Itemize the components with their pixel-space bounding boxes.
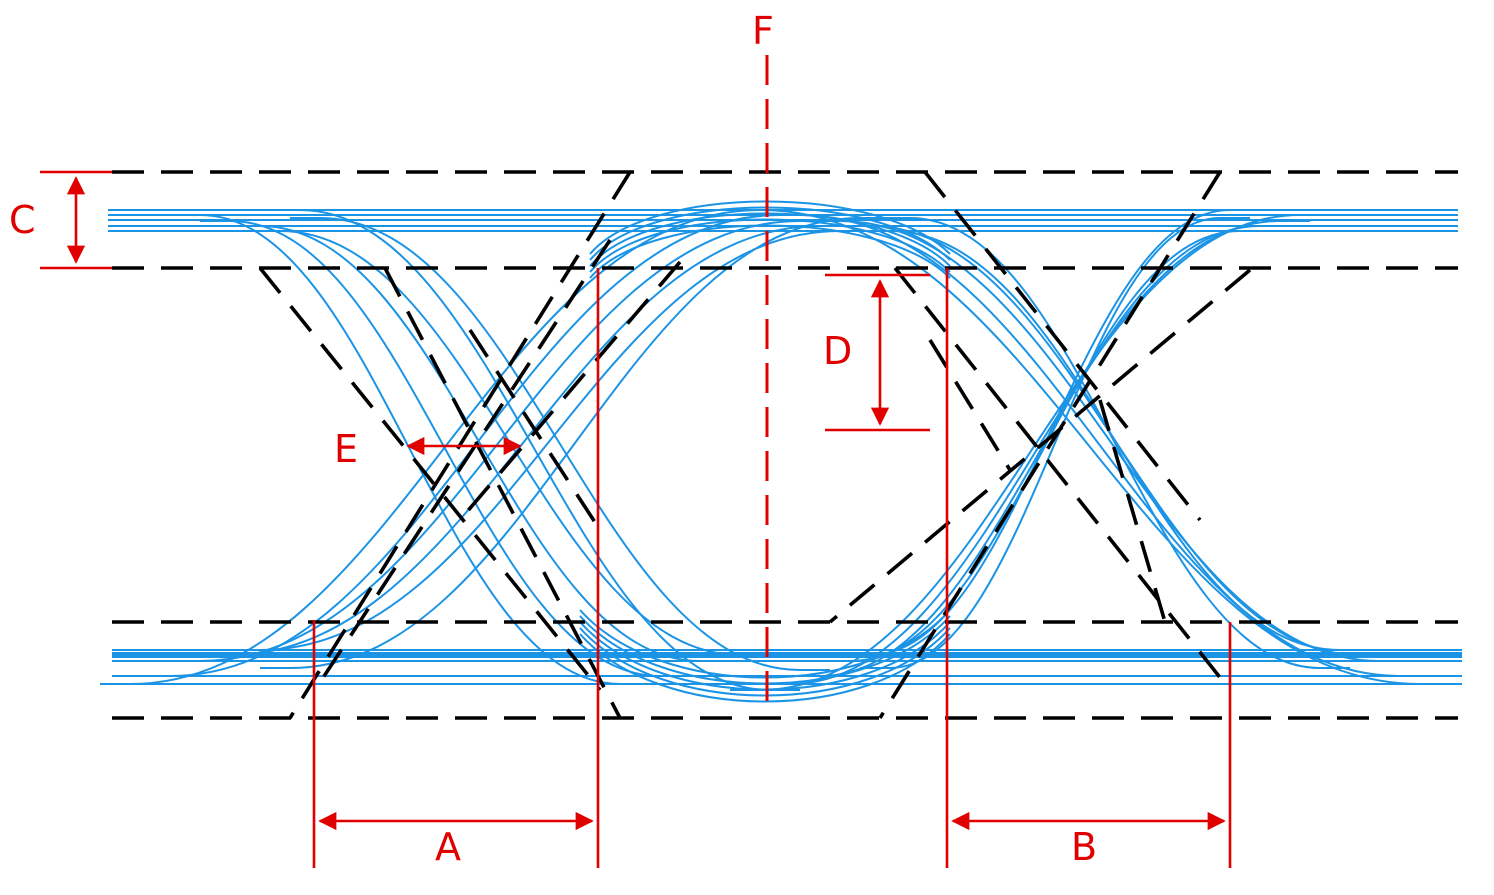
rising-trace-right [730,214,1330,691]
falling-trace-left [290,217,830,671]
mask-diagonal-line [828,268,1252,624]
falling-trace-left [230,225,730,662]
rising-trace-right [820,230,1270,662]
eye-bottom-trace [579,615,951,685]
mask-diagonal-line [1098,399,1167,623]
falling-trace-left [250,230,770,656]
eye-bottom-trace [579,609,951,679]
falling-trace-left [270,209,800,691]
rising-trace-left [170,220,830,662]
label-d: D [823,329,852,373]
label-c: C [9,198,36,242]
falling-trace-right [880,217,1350,669]
eye-bottom-trace [579,627,951,697]
rising-trace-right [840,209,1260,656]
label-b: B [1071,825,1097,869]
mask-diagonal-line [893,266,1232,692]
falling-trace-right [770,214,1430,677]
label-f: F [752,9,774,53]
signal-traces [100,200,1462,703]
mask-diagonal-line [258,266,602,692]
mask-dashed-lines [112,170,1458,720]
label-e: E [334,427,358,471]
eye-bottom-trace [579,621,951,691]
rising-trace-right [860,217,1250,669]
label-a: A [435,825,461,869]
eye-top-trace [589,224,951,279]
mask-diagonal-line [878,171,1222,719]
falling-trace-left [170,214,650,685]
falling-trace-right [860,230,1370,651]
rising-trace-right [790,225,1290,677]
eye-top-trace [589,218,951,273]
rising-trace-left [200,225,850,656]
mask-diagonal-line [923,170,1202,522]
eye-bottom-trace [579,633,951,703]
mask-diagonal-line [383,267,622,719]
falling-trace-right [730,209,1450,685]
mask-diagonal-line [928,339,1012,471]
mask-diagonal-line [468,329,602,531]
mask-diagonal-line [313,239,612,691]
mask-diagonal-line [458,260,682,522]
rising-trace-left [260,217,890,669]
annotation-lines [40,55,1232,868]
falling-trace-right [810,220,1410,662]
